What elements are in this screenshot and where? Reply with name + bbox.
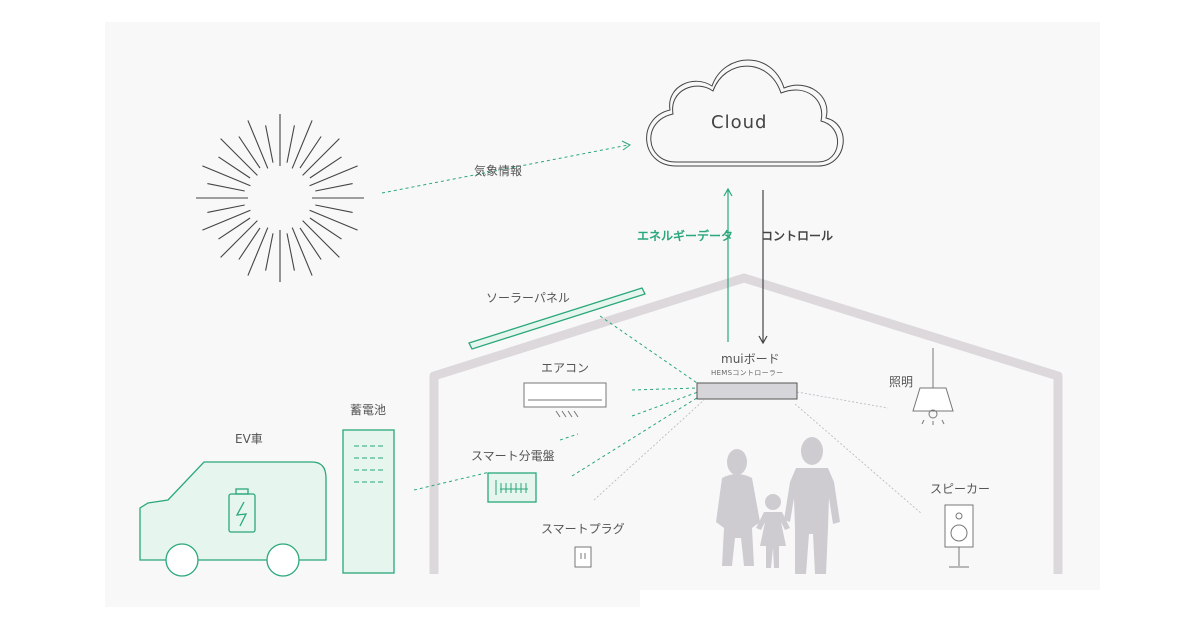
air-conditioner-label: エアコン bbox=[541, 361, 590, 375]
sun-ray bbox=[309, 209, 358, 231]
sun-ray bbox=[315, 183, 353, 192]
sun-ray bbox=[299, 136, 322, 169]
sun-ray bbox=[218, 217, 251, 240]
energy-data-label: エネルギーデータ bbox=[637, 229, 734, 243]
control-arrow bbox=[758, 190, 768, 345]
sun-ray bbox=[291, 120, 313, 169]
background-cutout bbox=[640, 590, 1110, 630]
sun-ray bbox=[265, 233, 274, 271]
sun-ray bbox=[291, 227, 313, 276]
sun-ray bbox=[207, 204, 245, 213]
smart-panel-label: スマート分電盤 bbox=[471, 449, 555, 463]
sun-ray bbox=[286, 125, 295, 163]
house-outline bbox=[429, 273, 1063, 574]
family-silhouette bbox=[716, 437, 840, 574]
hub-device bbox=[696, 382, 798, 400]
hub-label: muiボード bbox=[721, 352, 780, 366]
smart-plug-icon bbox=[574, 546, 592, 568]
sun-ray bbox=[309, 217, 342, 240]
sun-ray bbox=[265, 125, 274, 163]
solar-panel-icon bbox=[468, 287, 646, 350]
sun-ray bbox=[247, 227, 269, 276]
sun-ray bbox=[286, 233, 295, 271]
sun-ray bbox=[302, 138, 340, 176]
ev-car-icon bbox=[139, 461, 327, 577]
sun-ray bbox=[207, 183, 245, 192]
battery-label: 蓄電池 bbox=[350, 403, 387, 417]
lighting-label: 照明 bbox=[889, 375, 914, 389]
weather-arrow bbox=[381, 140, 631, 194]
solar-panel-label: ソーラーパネル bbox=[486, 291, 570, 305]
sun-ray bbox=[220, 220, 258, 258]
battery-icon bbox=[342, 429, 395, 574]
sun-ray bbox=[247, 120, 269, 169]
sun-ray bbox=[309, 156, 342, 179]
air-conditioner-icon bbox=[523, 382, 607, 418]
sun-ray bbox=[238, 136, 261, 169]
sun-ray bbox=[299, 227, 322, 260]
speaker-label: スピーカー bbox=[930, 482, 991, 496]
sun-ray bbox=[202, 165, 251, 187]
control-label: コントロール bbox=[761, 229, 834, 243]
speaker-icon bbox=[944, 504, 974, 568]
sun-ray bbox=[238, 227, 261, 260]
sun-ray bbox=[309, 165, 358, 187]
sun-ray bbox=[302, 220, 340, 258]
sun-ray bbox=[220, 138, 258, 176]
cloud-label: Cloud bbox=[711, 112, 768, 133]
weather-info-label: 気象情報 bbox=[474, 164, 523, 178]
smart-plug-label: スマートプラグ bbox=[541, 522, 625, 536]
sun-ray bbox=[218, 156, 251, 179]
sun-ray bbox=[315, 204, 353, 213]
hub-sublabel: HEMSコントローラー bbox=[711, 369, 784, 377]
cloud-icon bbox=[646, 59, 844, 167]
ev-label: EV車 bbox=[235, 432, 263, 446]
smart-panel-icon bbox=[487, 472, 537, 503]
lamp-icon bbox=[912, 348, 954, 425]
energy-data-arrow bbox=[723, 187, 733, 342]
hub-connections bbox=[413, 315, 923, 515]
sun-icon bbox=[196, 114, 364, 282]
sun-ray bbox=[202, 209, 251, 231]
